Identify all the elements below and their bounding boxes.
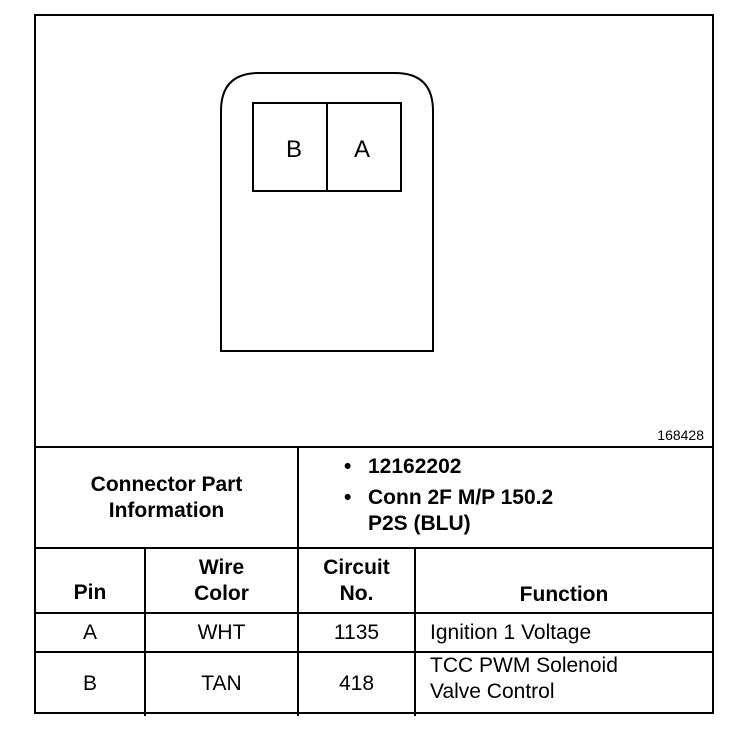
pin-label-b: B (286, 136, 302, 163)
divider-col-function (414, 547, 416, 716)
header-wire-color: Wire Color (146, 549, 297, 612)
row-b-circuit: 418 (338, 671, 375, 695)
bullet: • (344, 486, 352, 509)
figure-id: 168428 (657, 427, 704, 443)
header-pin: Pin (73, 581, 107, 604)
row-b-function: TCC PWM Solenoid Valve Control (416, 653, 712, 714)
part-info-label-line2: Information (108, 498, 225, 522)
row-b-wire-color: TAN (201, 671, 242, 695)
divider-col-wire (144, 547, 146, 716)
divider-header (36, 612, 712, 614)
bullet: • (344, 455, 352, 478)
divider-row-a (36, 651, 712, 653)
row-b-function-line1: TCC PWM Solenoid (430, 654, 618, 677)
header-function: Function (519, 583, 609, 606)
connector-body-outline (220, 72, 434, 352)
connector-info-frame: B A 168428 Connector Part Information • … (34, 14, 714, 716)
row-b-function-line2: Valve Control (430, 680, 555, 703)
connector-description-line1: Conn 2F M/P 150.2 (368, 486, 554, 509)
divider-part-info (36, 547, 712, 549)
connector-description-line2: P2S (BLU) (368, 512, 471, 535)
header-circuit-no: Circuit No. (299, 549, 414, 612)
part-info-label-line1: Connector Part (90, 472, 243, 496)
divider-col-circuit (297, 446, 299, 716)
connector-description-item: • Conn 2F M/P 150.2 P2S (BLU) (342, 485, 553, 537)
divider-diagram (36, 446, 712, 448)
part-info-label: Connector Part Information (36, 448, 297, 547)
row-a-function: Ignition 1 Voltage (430, 620, 592, 644)
row-a-pin: A (82, 620, 97, 644)
part-number-item: • 12162202 (342, 454, 553, 480)
pin-label-a: A (354, 136, 370, 163)
header-wire-color-line1: Wire (198, 555, 245, 579)
header-wire-color-line2: Color (194, 581, 249, 605)
row-b-pin: B (82, 671, 97, 695)
header-circuit-line2: No. (339, 581, 374, 605)
row-a-circuit: 1135 (333, 620, 380, 644)
connector-diagram: B A (220, 72, 434, 352)
header-circuit-line1: Circuit (323, 555, 390, 579)
row-a-wire-color: WHT (197, 620, 246, 644)
part-info-list: • 12162202 • Conn 2F M/P 150.2 P2S (BLU) (342, 454, 553, 542)
part-number: 12162202 (368, 455, 462, 478)
